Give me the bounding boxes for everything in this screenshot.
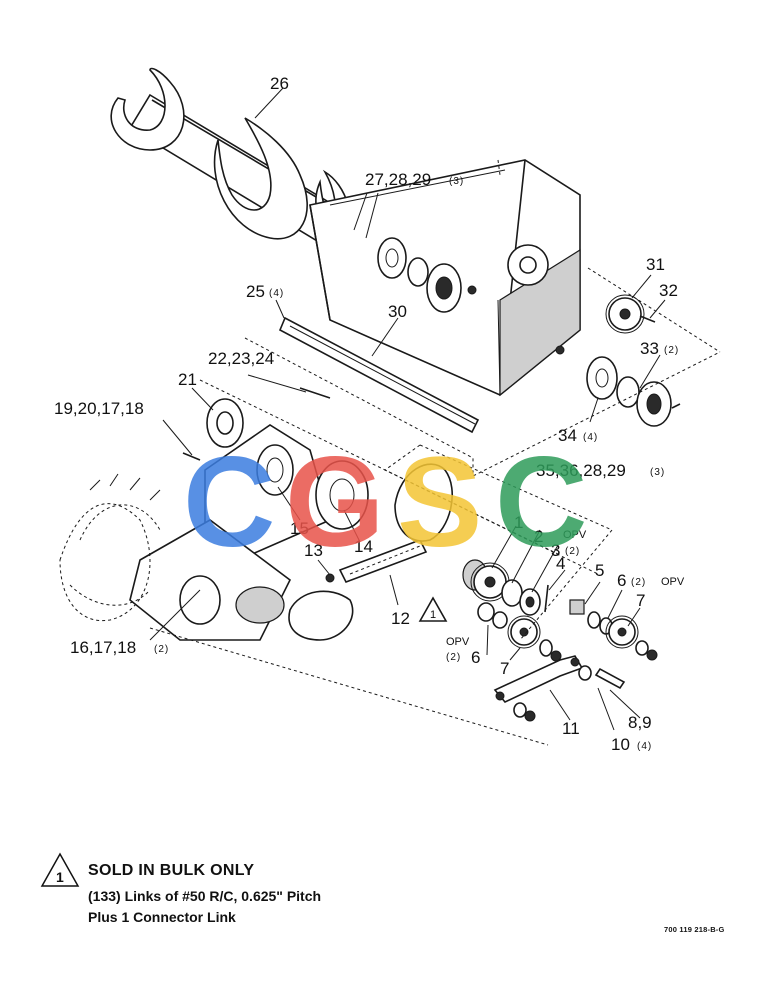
callout-7-lower: 7 [500,659,509,678]
callout-10-qty: (4) [637,741,652,752]
idler-disc [315,460,369,530]
callout-34: 34 [558,426,577,445]
angle-bar [278,316,480,434]
callout-25-qty: (4) [269,288,284,299]
sprocket-upper-right [605,294,656,334]
callout-6-lower: 6 [471,648,480,667]
callout-1: 1 [514,513,523,532]
callout-27-28-29-qty: (3) [449,176,464,187]
callout-16-17-18: 16,17,18 [70,638,136,657]
callout-33: 33 [640,339,659,358]
callout-7-upper: 7 [636,591,645,610]
callout-3: 3 [551,541,560,560]
callout-6-upper-qty: (2) [631,577,646,588]
callout-6-lower-opv: OPV [446,636,470,648]
callout-11: 11 [562,719,580,738]
callout-33-qty: (2) [664,345,679,356]
callout-34-qty: (4) [583,432,598,443]
callout-27-28-29: 27,28,29 [365,170,431,189]
callout-12: 12 [391,609,410,628]
callout-labels: 26 27,28,29 (3) 25 (4) 30 31 32 33 (2) 2… [54,74,685,754]
callout-31: 31 [646,255,665,274]
callout-35-36-28-29: 35,36,28,29 [536,461,626,480]
callout-6-upper-opv: OPV [661,576,685,588]
callout-19-20-17-18: 19,20,17,18 [54,399,144,418]
note-marker: 1 [56,869,64,885]
note-marker-text: 1 [430,609,436,621]
flange-left [182,387,331,461]
note-line-1: (133) Links of #50 R/C, 0.625" Pitch [88,888,322,904]
callout-5: 5 [595,561,604,580]
side-plate [129,424,331,641]
note-triangle-icon: 1 [40,852,80,887]
callout-2: 2 [534,527,543,546]
rotor-tines [59,473,161,622]
note-title: SOLD IN BULK ONLY [88,862,255,879]
tension-arm [493,655,626,722]
drive-chain [288,463,453,641]
callout-13: 13 [304,541,323,560]
bulk-note: 1 SOLD IN BULK ONLY (133) Links of #50 R… [40,848,460,928]
callout-32: 32 [659,281,678,300]
shaft-components [462,559,549,616]
callout-15: 15 [290,519,309,538]
callout-16-17-18-qty: (2) [154,644,169,655]
callout-35-36-28-29-qty: (3) [650,467,665,478]
callout-3-opv: OPV [563,529,587,541]
bearing-set-upper-left [377,237,462,313]
callout-10: 10 [611,735,630,754]
callout-22-23-24: 22,23,24 [208,349,274,368]
callout-21: 21 [178,370,197,389]
callout-4: 4 [556,554,565,573]
callout-6-upper: 6 [617,571,626,590]
callout-8-9: 8,9 [628,713,652,732]
note-triangle-marker: 1 [418,596,448,622]
note-line-2: Plus 1 Connector Link [88,909,236,925]
callout-3-qty: (2) [565,546,580,557]
callout-6-lower-qty: (2) [446,652,461,663]
sprocket-group-lower [477,602,562,662]
leader-lines [149,87,721,746]
bearing-set-right [586,356,681,427]
callout-25: 25 [246,282,265,301]
callout-14: 14 [354,537,373,556]
callout-30: 30 [388,302,407,321]
drawing-number: 700 119 218-B-G [664,925,725,934]
callout-26: 26 [270,74,289,93]
